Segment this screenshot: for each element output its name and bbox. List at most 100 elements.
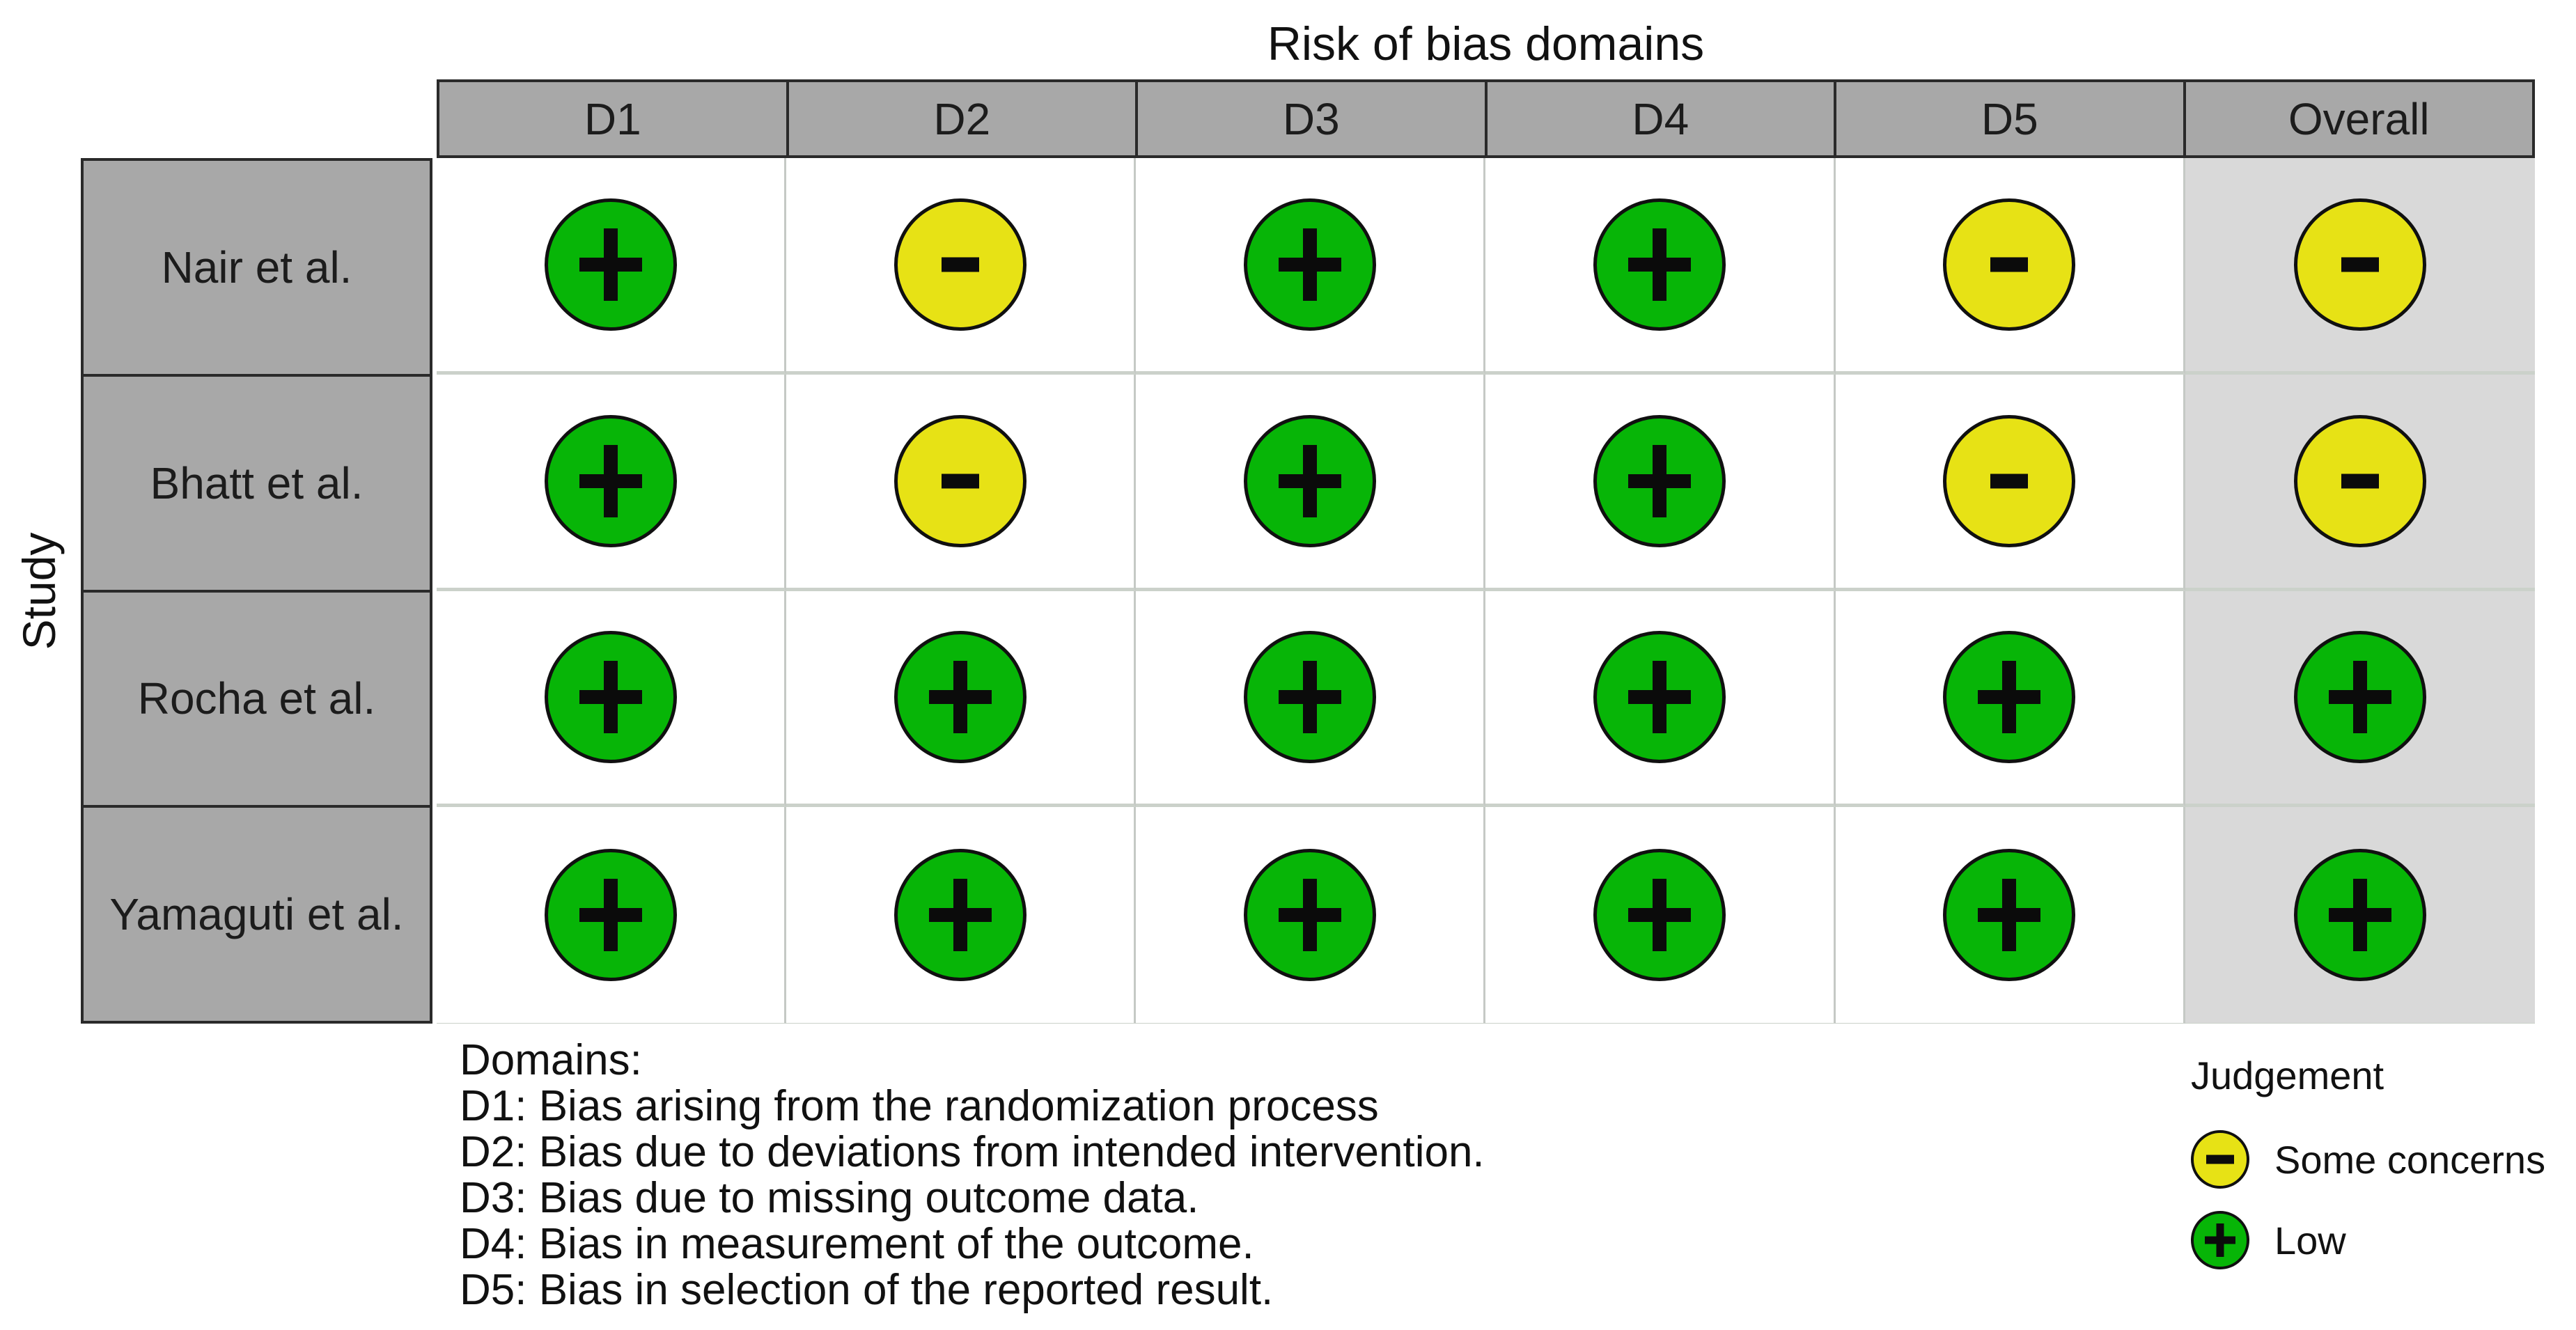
matrix-cell <box>437 590 787 808</box>
judgement-circle-low <box>2293 849 2426 982</box>
matrix-cell <box>1136 374 1486 591</box>
plus-icon-vertical <box>603 879 618 952</box>
minus-icon <box>941 474 979 489</box>
matrix-cell <box>1835 807 2185 1024</box>
column-header-d4: D4 <box>1484 79 1836 158</box>
matrix-cell <box>1485 590 1836 808</box>
matrix-cell <box>786 590 1137 808</box>
plus-icon-vertical <box>2352 879 2367 952</box>
matrix-cell <box>786 158 1137 375</box>
footnote-line: D2: Bias due to deviations from intended… <box>460 1128 1485 1176</box>
plus-icon-vertical <box>953 661 967 734</box>
matrix-cell <box>1136 158 1486 375</box>
matrix-cell <box>1136 590 1486 808</box>
judgement-circle-low <box>1943 849 2076 982</box>
judgement-circle-low <box>1593 414 1726 547</box>
legend-item-label: Some concerns <box>2274 1137 2546 1182</box>
matrix-cell <box>437 807 787 1024</box>
judgement-circle-some-concerns <box>893 414 1027 547</box>
judgement-circle-low <box>544 631 677 764</box>
plus-icon-vertical <box>953 879 967 952</box>
matrix-cell <box>2185 807 2535 1024</box>
legend-item-some-concerns: Some concerns <box>2191 1119 2545 1200</box>
matrix-cell <box>2185 590 2535 808</box>
judgement-circle-low <box>1243 849 1376 982</box>
footnote-line: D4: Bias in measurement of the outcome. <box>460 1220 1254 1268</box>
judgement-circle-low <box>1243 631 1376 764</box>
plus-icon-vertical <box>2002 661 2017 734</box>
judgement-circle-low <box>893 849 1027 982</box>
minus-icon <box>2341 474 2379 489</box>
judgement-circle-some-concerns <box>893 198 1027 331</box>
study-label: Nair et al. <box>81 158 432 377</box>
matrix-cell <box>2185 158 2535 375</box>
legend-item-label: Low <box>2274 1218 2346 1262</box>
plus-icon-vertical <box>603 661 618 734</box>
plus-icon-vertical <box>1302 661 1317 734</box>
plus-icon-vertical <box>1302 879 1317 952</box>
plus-icon-vertical <box>2352 661 2367 734</box>
study-label: Rocha et al. <box>81 589 432 808</box>
minus-icon <box>2206 1155 2234 1164</box>
column-header-d5: D5 <box>1834 79 2186 158</box>
plus-icon-vertical <box>2002 879 2017 952</box>
judgement-circle-low <box>544 414 677 547</box>
judgement-circle-some-concerns <box>2293 198 2426 331</box>
matrix-cell <box>1485 158 1836 375</box>
footnote-line: Domains: <box>460 1036 642 1084</box>
column-header-d2: D2 <box>786 79 1138 158</box>
minus-icon <box>1990 474 2029 489</box>
figure-title: Risk of bias domains <box>1267 17 1705 70</box>
column-header-d3: D3 <box>1135 79 1488 158</box>
plus-icon-vertical <box>1653 879 1667 952</box>
matrix-cell <box>786 374 1137 591</box>
matrix-cell <box>1835 158 2185 375</box>
column-header-d1: D1 <box>437 79 789 158</box>
matrix-cell <box>437 158 787 375</box>
study-label: Yamaguti et al. <box>81 805 432 1024</box>
domain-footnotes: Domains:D1: Bias arising from the random… <box>460 1038 1485 1313</box>
column-header-overall: Overall <box>2183 79 2535 158</box>
judgement-matrix <box>437 158 2535 1024</box>
study-label-column: Nair et al.Bhatt et al.Rocha et al.Yamag… <box>81 158 432 1024</box>
footnote-line: D3: Bias due to missing outcome data. <box>460 1174 1199 1222</box>
judgement-circle-low <box>544 198 677 331</box>
judgement-circle-low <box>2293 631 2426 764</box>
plus-icon-vertical <box>603 444 618 517</box>
plus-icon-vertical <box>1302 444 1317 517</box>
judgement-circle-low <box>2191 1211 2249 1269</box>
judgement-circle-low <box>1243 414 1376 547</box>
judgement-circle-low <box>893 631 1027 764</box>
matrix-cell <box>786 807 1137 1024</box>
y-axis-label: Study <box>13 532 65 650</box>
plus-icon-vertical <box>1653 228 1667 301</box>
judgement-circle-low <box>1593 631 1726 764</box>
judgement-circle-low <box>1593 198 1726 331</box>
study-label: Bhatt et al. <box>81 373 432 593</box>
minus-icon <box>2341 257 2379 272</box>
plus-icon-vertical <box>1653 444 1667 517</box>
matrix-cell <box>1835 590 2185 808</box>
judgement-circle-low <box>1243 198 1376 331</box>
judgement-circle-low <box>544 849 677 982</box>
matrix-cell <box>2185 374 2535 591</box>
judgement-circle-some-concerns <box>1943 414 2076 547</box>
footnote-line: D1: Bias arising from the randomization … <box>460 1082 1379 1130</box>
minus-icon <box>941 257 979 272</box>
matrix-cell <box>437 374 787 591</box>
plus-icon-vertical <box>603 228 618 301</box>
judgement-circle-low <box>1943 631 2076 764</box>
matrix-cell <box>1485 807 1836 1024</box>
minus-icon <box>1990 257 2029 272</box>
judgement-circle-low <box>1593 849 1726 982</box>
plus-icon-vertical <box>2216 1223 2224 1257</box>
matrix-cell <box>1136 807 1486 1024</box>
legend-title: Judgement <box>2191 1054 2384 1097</box>
matrix-cell <box>1835 374 2185 591</box>
plus-icon-vertical <box>1653 661 1667 734</box>
footnote-line: D5: Bias in selection of the reported re… <box>460 1266 1274 1314</box>
legend-item-low: Low <box>2191 1200 2545 1281</box>
